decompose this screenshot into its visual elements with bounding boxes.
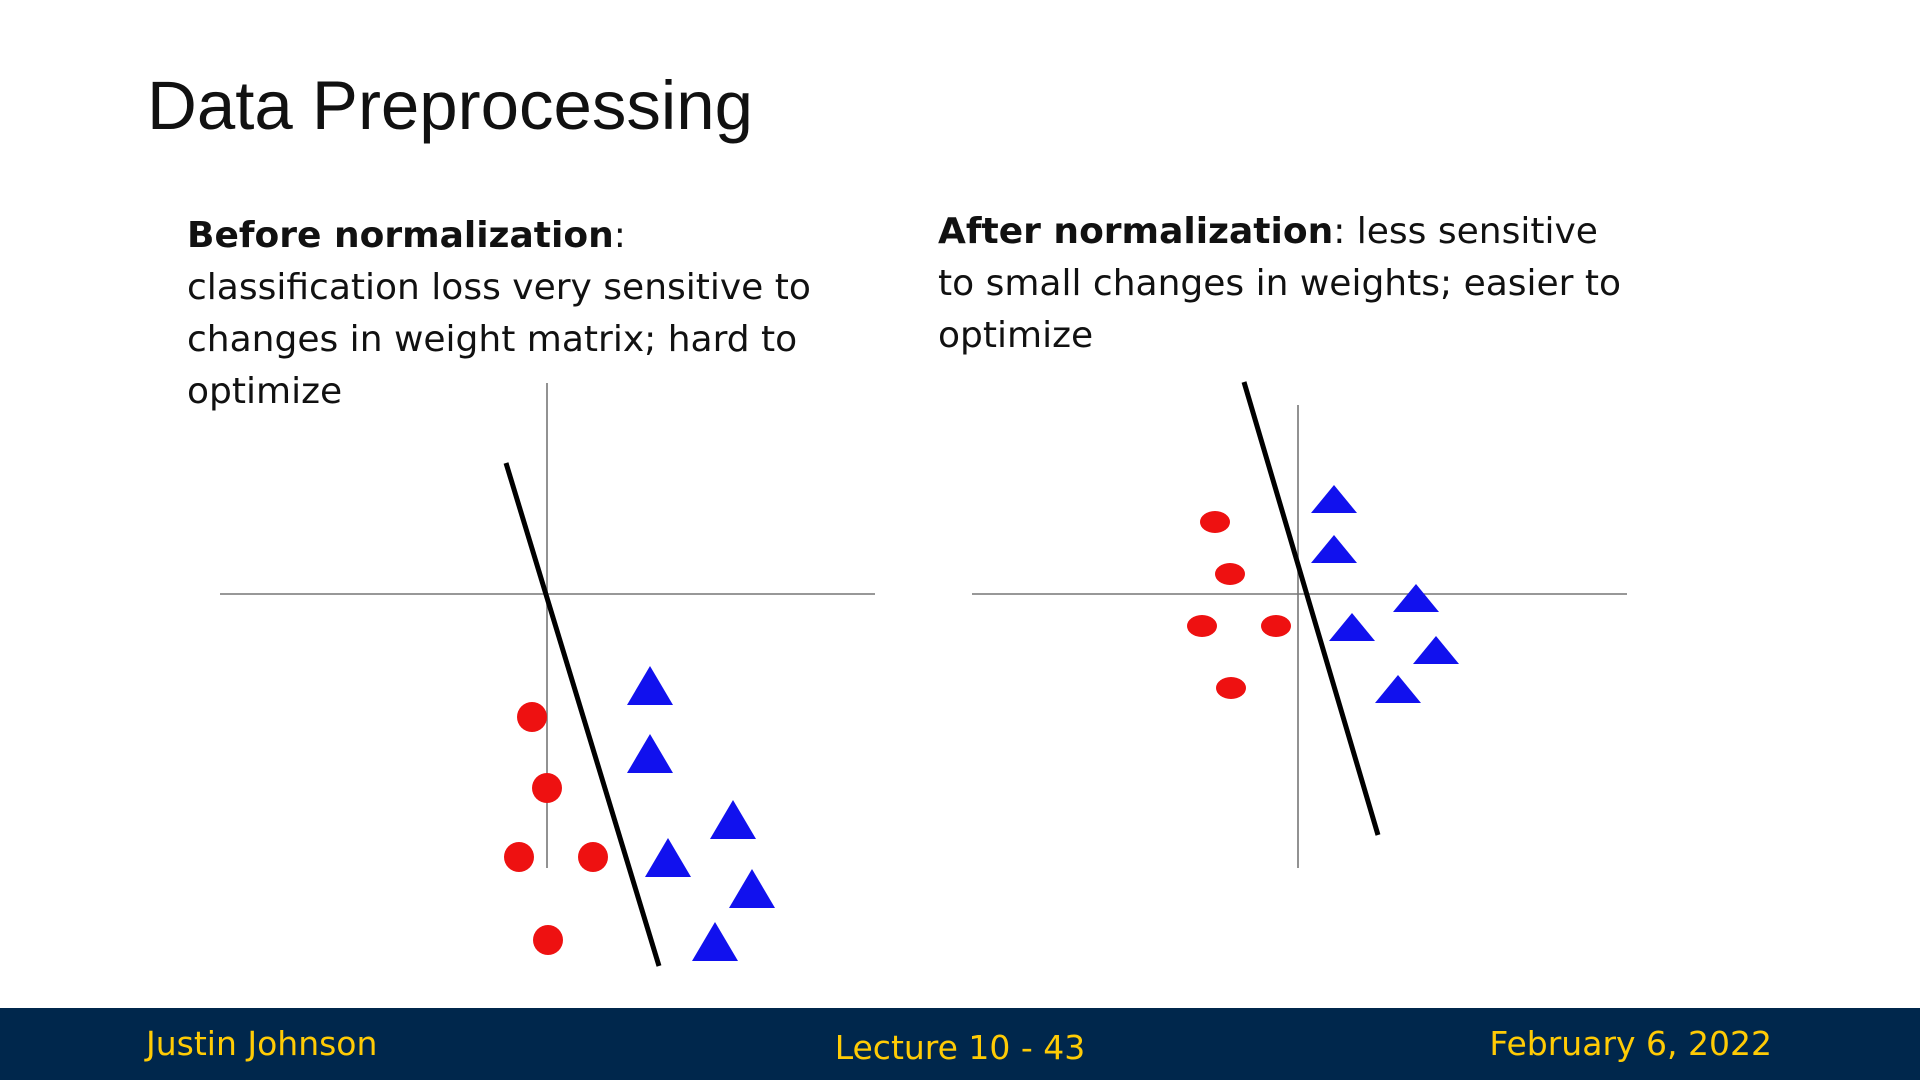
left-circle-point bbox=[517, 702, 547, 732]
left-triangle-point bbox=[627, 666, 673, 705]
left-triangle-point bbox=[645, 838, 691, 877]
left-triangle-point bbox=[627, 734, 673, 773]
left-decision-boundary bbox=[503, 462, 662, 967]
right-triangle-point bbox=[1311, 485, 1357, 513]
left-triangle-point bbox=[729, 869, 775, 908]
left-triangle-point bbox=[692, 922, 738, 961]
left-triangles bbox=[627, 666, 775, 961]
footer-bar: Justin Johnson Lecture 10 - 43 February … bbox=[0, 1008, 1920, 1080]
diagram-canvas bbox=[220, 381, 1627, 967]
right-circle-point bbox=[1261, 615, 1291, 637]
right-caption: After normalization: less sensitive to s… bbox=[938, 206, 1638, 362]
right-triangle-point bbox=[1375, 675, 1421, 703]
right-circle-point bbox=[1200, 511, 1230, 533]
left-caption-bold: Before normalization bbox=[187, 215, 614, 256]
left-circle-point bbox=[504, 842, 534, 872]
left-circles bbox=[504, 702, 608, 955]
after-normalization-diagram bbox=[972, 381, 1627, 868]
right-circle-point bbox=[1187, 615, 1217, 637]
footer-date: February 6, 2022 bbox=[1489, 1024, 1772, 1063]
left-circle-point bbox=[532, 773, 562, 803]
right-triangle-point bbox=[1311, 535, 1357, 563]
footer-author: Justin Johnson bbox=[146, 1024, 378, 1063]
right-triangle-point bbox=[1329, 613, 1375, 641]
right-circles bbox=[1187, 511, 1291, 699]
left-caption-text: : classification loss very sensitive to … bbox=[187, 215, 811, 412]
right-triangles bbox=[1311, 485, 1459, 703]
footer-lecture: Lecture 10 - 43 bbox=[834, 1028, 1086, 1067]
before-normalization-diagram bbox=[220, 383, 875, 967]
right-caption-bold: After normalization bbox=[938, 211, 1334, 252]
right-circle-point bbox=[1216, 677, 1246, 699]
left-circle-point bbox=[578, 842, 608, 872]
left-triangle-point bbox=[710, 800, 756, 839]
right-circle-point bbox=[1215, 563, 1245, 585]
left-circle-point bbox=[533, 925, 563, 955]
right-triangle-point bbox=[1393, 584, 1439, 612]
right-caption-text: : less sensitive to small changes in wei… bbox=[938, 211, 1622, 356]
right-decision-boundary bbox=[1241, 381, 1381, 836]
right-triangle-point bbox=[1413, 636, 1459, 664]
left-caption: Before normalization: classification los… bbox=[187, 210, 847, 418]
page-title: Data Preprocessing bbox=[147, 67, 753, 144]
